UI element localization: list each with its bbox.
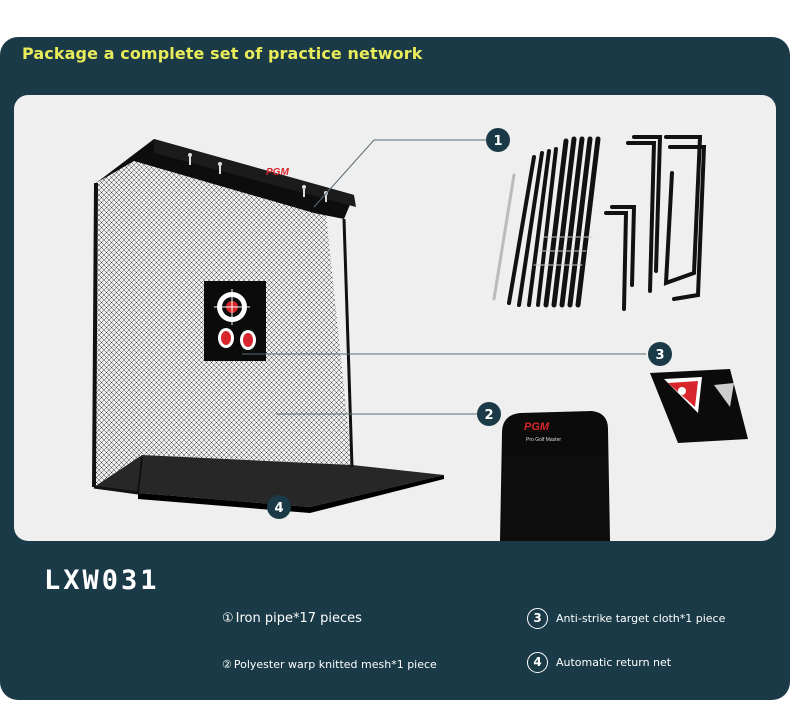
svg-text:2: 2 [484, 408, 493, 423]
brand-logo-bag: PGM [524, 421, 550, 433]
brand-tagline: Pro Golf Master [526, 437, 561, 443]
callout-marker-1: 1 [486, 128, 510, 152]
callout-marker-2: 2 [477, 402, 501, 426]
spec-4-text: Automatic return net [556, 656, 672, 669]
callout-marker-3: 3 [648, 342, 672, 366]
callout-leader-lines [242, 139, 646, 415]
spec-4-marker: 4 [527, 652, 548, 673]
model-number: LXW031 [44, 565, 160, 596]
callout-marker-4: 4 [267, 495, 291, 519]
spec-2-text: Polyester warp knitted mesh*1 piece [233, 658, 437, 671]
iron-pipes-illustration [492, 135, 707, 311]
spec-1-marker: ① [222, 611, 234, 626]
spec-3-text: Anti-strike target cloth*1 piece [556, 612, 726, 625]
spec-item-3: 3 Anti-strike target cloth*1 piece [527, 608, 725, 629]
spec-1-text: Iron pipe*17 pieces [235, 611, 362, 626]
product-panel: PGM [14, 95, 776, 541]
spec-2-marker: ② [222, 658, 232, 671]
svg-text:4: 4 [274, 501, 283, 516]
target-cloth-illustration [650, 369, 748, 443]
brand-logo: PGM [266, 167, 289, 178]
spec-3-marker: 3 [527, 608, 548, 629]
svg-text:1: 1 [493, 134, 502, 149]
mesh-net-illustration: PGM Pro Golf Master [500, 411, 610, 541]
spec-item-4: 4 Automatic return net [527, 652, 671, 673]
practice-net-illustration: PGM [92, 139, 444, 513]
svg-text:3: 3 [655, 348, 664, 363]
page-title: Package a complete set of practice netwo… [22, 44, 423, 63]
